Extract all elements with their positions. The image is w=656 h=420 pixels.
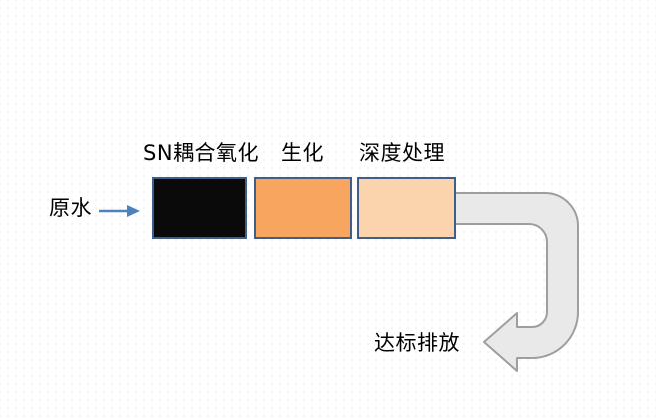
output-label: 达标排放 (374, 331, 460, 355)
discharge-pipe-arrow (449, 192, 579, 372)
stage-box-biochemical (254, 177, 352, 239)
stage-box-advanced-treatment (357, 177, 456, 239)
stage-label-sn-coupled-oxidation: SN耦合氧化 (143, 141, 260, 165)
input-label: 原水 (49, 196, 92, 220)
stage-label-advanced-treatment: 深度处理 (359, 141, 445, 165)
input-flow-arrow-head (127, 205, 140, 217)
stage-label-biochemical: 生化 (281, 141, 324, 165)
stage-box-sn-coupled-oxidation (152, 177, 247, 239)
